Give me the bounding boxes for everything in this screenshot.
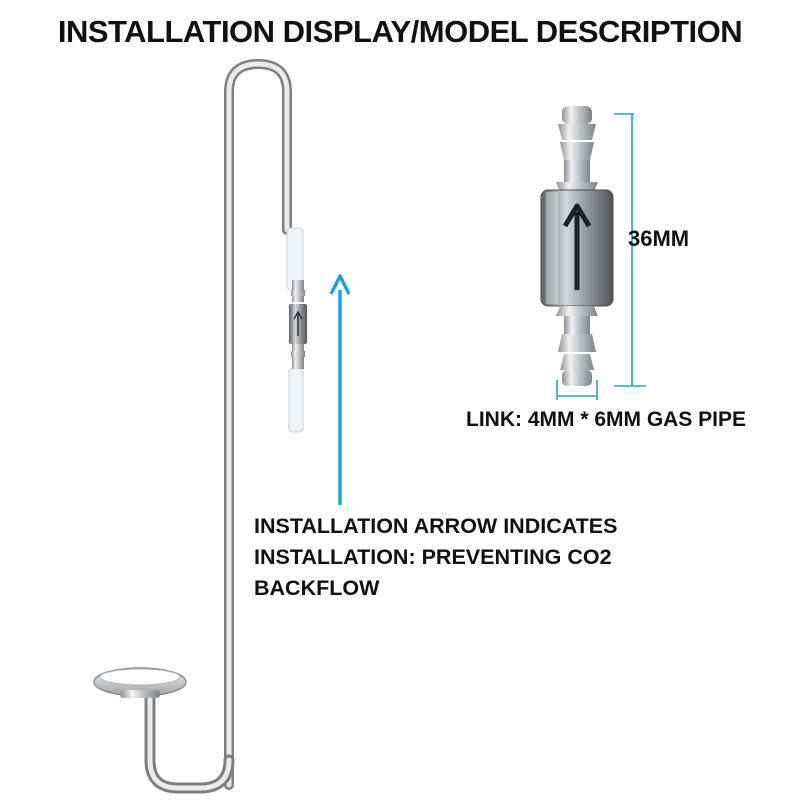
dimension-lines [556,113,646,400]
installation-note: INSTALLATION ARROW INDICATES INSTALLATIO… [254,511,674,604]
length-dimension-label: 36MM [628,226,690,251]
note-line: INSTALLATION ARROW INDICATES [254,514,618,538]
note-line: BACKFLOW [254,576,380,600]
arrow-engraving-icon [562,203,592,290]
check-valve-large [540,106,614,386]
diffuser-tube [144,58,292,794]
check-valve-small [289,280,307,369]
diffuser-plate [93,667,187,698]
flow-direction-arrow [329,274,351,505]
note-line: INSTALLATION: PREVENTING CO2 [254,545,612,569]
page-title: INSTALLATION DISPLAY/MODEL DESCRIPTION [57,14,743,49]
link-spec-label: LINK: 4MM * 6MM GAS PIPE [466,408,747,431]
